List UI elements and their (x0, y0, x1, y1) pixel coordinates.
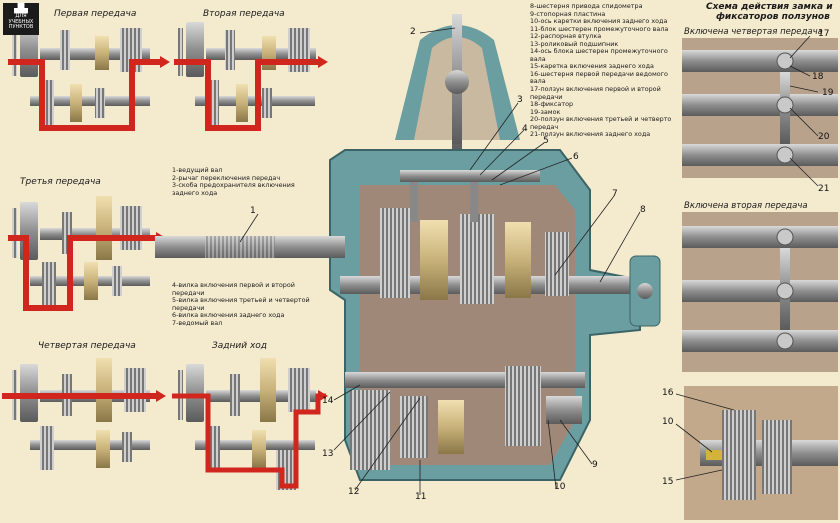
legend-line: 18-фиксатор (530, 100, 574, 109)
panel-reverse-gear (172, 358, 328, 490)
callout-lines (239, 27, 819, 495)
legend-line: вала (530, 54, 546, 63)
lock-scheme-fourth (682, 38, 838, 178)
legend-line: 14-ось блока шестерен промежуточного (530, 47, 668, 56)
callout-8: 8 (640, 205, 646, 215)
panel-fourth-gear (2, 358, 166, 470)
callout-12: 12 (348, 487, 360, 497)
legend-line: передачи (530, 92, 563, 101)
legend-line: передач (530, 122, 559, 131)
callout-13: 13 (322, 449, 334, 459)
title-second-gear: Вторая передача (203, 9, 285, 19)
callout-18: 18 (812, 72, 824, 82)
legend-line: 1-ведущий вал (172, 166, 223, 174)
legend-line: передачи (172, 303, 205, 312)
panel-third-gear (8, 196, 166, 311)
callout-16: 16 (662, 388, 674, 398)
panel-second-gear (174, 22, 328, 131)
lock-scheme-second (682, 212, 838, 372)
callout-10: 10 (554, 482, 566, 492)
publisher-logo: ▟▙ ДЛЯ УЧЕБНЫХ ПУНКТОВ (3, 3, 39, 35)
callout-2: 2 (410, 27, 416, 37)
lock-scheme-title-2: фиксаторов ползунов (716, 12, 830, 22)
callout-6: 6 (573, 152, 579, 162)
title-first-gear: Первая передача (54, 9, 137, 19)
legend-line: 11-блок шестерен промежуточного вала (530, 24, 669, 33)
lock-fourth-title: Включена четвертая передача (684, 27, 823, 37)
callout-9: 9 (592, 460, 598, 470)
callout-3: 3 (517, 95, 523, 105)
legend-line: 9-стопорная пластина (530, 9, 606, 18)
logo-text: ДЛЯ УЧЕБНЫХ ПУНКТОВ (8, 13, 34, 30)
title-third-gear: Третья передача (20, 177, 101, 187)
logo-mark: ▟▙ (14, 4, 28, 14)
legend-line: 19-замок (530, 107, 561, 116)
callout-17: 17 (818, 29, 830, 39)
legend-line: 15-каретка включения заднего хода (530, 62, 654, 71)
legend-line: 5-вилка включения третьей и четвертой (172, 296, 310, 305)
legend-line: 12-распорная втулка (530, 32, 602, 41)
legend-line: 17-ползун включения первой и второй (530, 85, 661, 94)
legend-line: 6-вилка включения заднего хода (172, 311, 285, 320)
reverse-carriage-photo (684, 386, 838, 520)
callout-21: 21 (818, 184, 830, 194)
legend-line: заднего хода (172, 188, 218, 197)
legend-line: 21-ползун включения заднего хода (530, 130, 651, 139)
callout-10b: 10 (662, 417, 674, 427)
output-shaft (340, 276, 650, 294)
callout-19: 19 (822, 88, 834, 98)
legend-line: вала (530, 77, 546, 86)
legend-line: 20-ползун включения третьей и четверто (530, 115, 672, 124)
legend-line: 13-роликовый подшипник (530, 39, 619, 48)
title-fourth-gear: Четвертая передача (38, 341, 136, 351)
gearbox-cutaway (155, 14, 661, 481)
callout-20: 20 (818, 132, 830, 142)
callout-1: 1 (250, 206, 256, 216)
legend-line: 2-рычаг переключения передач (172, 173, 281, 182)
legend-line: 10-ось каретки включения заднего хода (530, 17, 668, 26)
callout-14: 14 (322, 396, 334, 406)
legend-line: 16-шестерня первой передачи ведомого (530, 69, 668, 78)
legend-line: 8-шестерня привода спидометра (530, 2, 643, 10)
legend-line: 3-скоба предохранителя включения (172, 181, 295, 190)
legend-line: передачи (172, 288, 205, 297)
lock-scheme-title-1: Схема действия замка и (706, 2, 833, 12)
counter-shaft (345, 372, 585, 388)
legend-line: 4-вилка включения первой и второй (172, 281, 295, 289)
legend-line: 7-ведомый вал (172, 318, 223, 327)
callout-15: 15 (662, 477, 674, 487)
title-reverse-gear: Задний ход (212, 341, 268, 351)
callout-4: 4 (522, 124, 528, 134)
panel-first-gear (8, 22, 170, 131)
callout-7: 7 (612, 189, 618, 199)
callout-11: 11 (415, 492, 427, 502)
callout-5: 5 (543, 136, 549, 146)
lock-second-title: Включена вторая передача (684, 201, 808, 211)
